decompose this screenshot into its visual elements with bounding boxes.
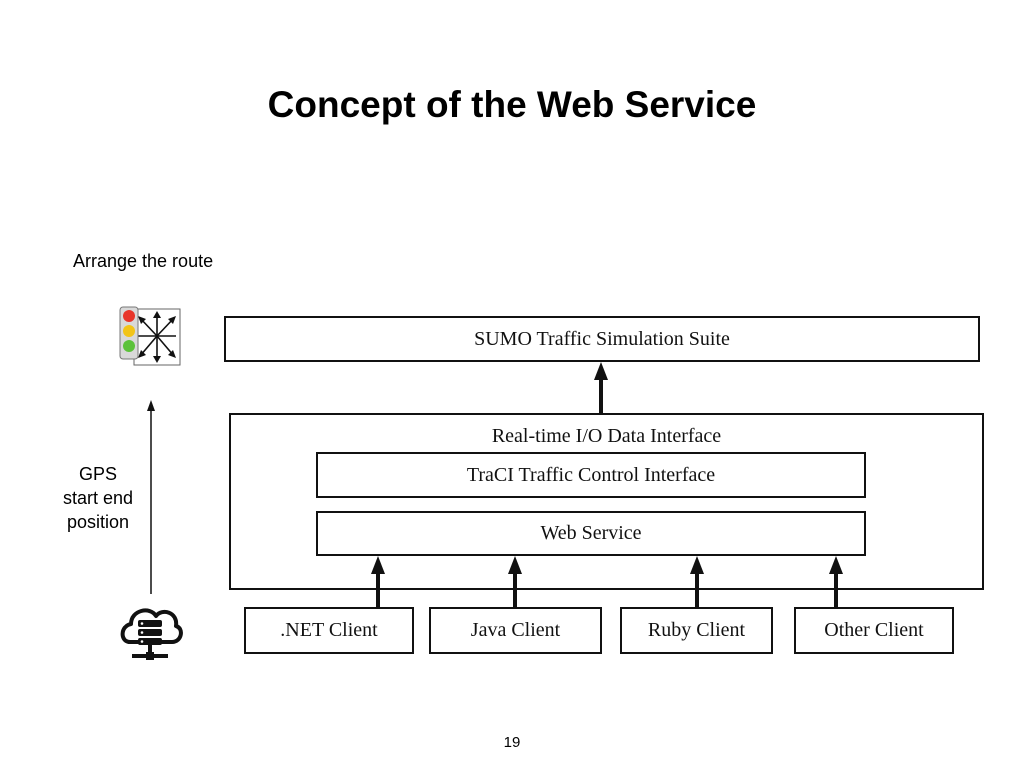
gps-note-line: position — [66, 512, 130, 532]
gps-note-line: start end — [62, 488, 134, 508]
net-client-box: .NET Client — [244, 607, 414, 654]
cloud-server-icon — [120, 608, 183, 660]
light-red — [123, 310, 135, 322]
slide-title: Concept of the Web Service — [267, 84, 757, 125]
arrow-java-client — [508, 556, 522, 607]
traci-box: TraCI Traffic Control Interface — [316, 452, 866, 498]
realtime-io-label: Real-time I/O Data Interface — [491, 425, 722, 447]
sumo-box: SUMO Traffic Simulation Suite — [224, 316, 980, 362]
arrow-other-client — [829, 556, 843, 607]
arrange-route-note: Arrange the route — [73, 251, 214, 271]
arrow-gps — [147, 400, 155, 594]
gps-note-line: GPS — [78, 464, 117, 484]
light-yellow — [123, 325, 135, 337]
gps-note: GPS start end position — [48, 462, 148, 534]
traffic-light-icon — [119, 306, 181, 366]
arrow-webservice-to-sumo — [594, 362, 608, 413]
realtime-io-box: Real-time I/O Data Interface — [229, 413, 984, 590]
arrow-net-client — [371, 556, 385, 607]
ruby-client-box: Ruby Client — [620, 607, 773, 654]
light-green — [123, 340, 135, 352]
java-client-box: Java Client — [429, 607, 602, 654]
other-client-box: Other Client — [794, 607, 954, 654]
page-number: 19 — [503, 734, 521, 751]
arrow-ruby-client — [690, 556, 704, 607]
web-service-box: Web Service — [316, 511, 866, 556]
